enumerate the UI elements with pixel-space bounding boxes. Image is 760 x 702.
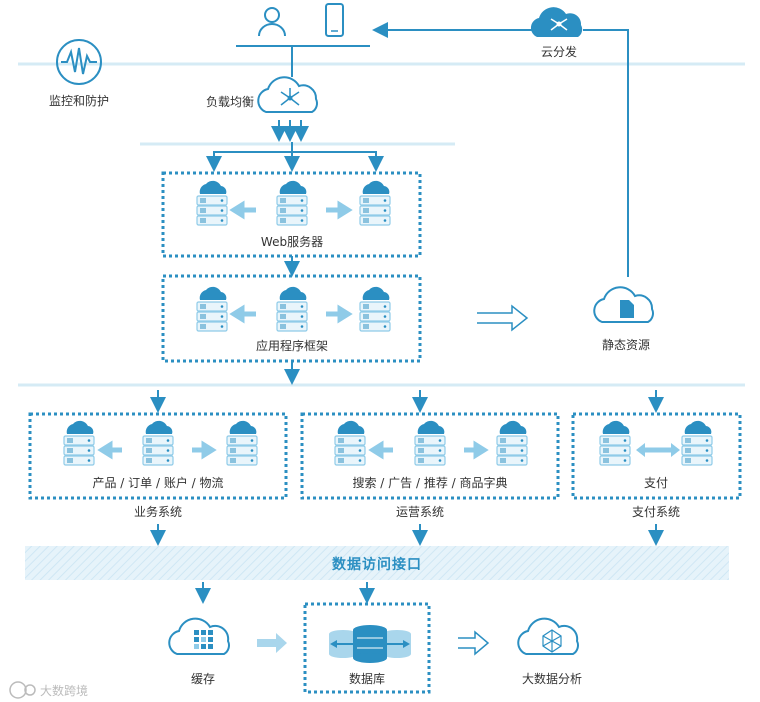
phone-icon	[325, 3, 344, 37]
database-box	[303, 602, 431, 694]
operations-inner-label: 搜索 / 广告 / 推荐 / 商品字典	[352, 476, 508, 490]
payment-system-label: 支付系统	[631, 505, 681, 519]
file-cloud-icon	[593, 286, 654, 323]
cdn-label: 云分发	[540, 45, 578, 59]
user-icon	[258, 7, 286, 37]
server-icon	[226, 420, 258, 466]
business-system-label: 业务系统	[133, 505, 183, 519]
watermark-text: 大数跨境	[40, 684, 89, 698]
cdn-cloud-icon	[530, 7, 583, 38]
cache-cloud-icon	[168, 617, 230, 655]
server-icon	[334, 420, 366, 466]
server-icon	[599, 420, 631, 466]
server-icon	[142, 420, 174, 466]
server-icon	[359, 180, 391, 226]
operations-system-label: 运营系统	[395, 505, 445, 519]
database-icon	[329, 625, 411, 663]
load-balancer-cloud-icon	[257, 76, 318, 113]
static-resources-label: 静态资源	[601, 338, 651, 352]
payment-inner-label: 支付	[643, 476, 669, 490]
business-inner-label: 产品 / 订单 / 账户 / 物流	[92, 476, 224, 490]
bigdata-label: 大数据分析	[521, 672, 583, 686]
watermark-logo-icon	[9, 681, 36, 699]
database-label: 数据库	[348, 672, 386, 686]
server-icon	[63, 420, 95, 466]
hollow-arrow-icon	[477, 304, 529, 332]
server-icon	[276, 180, 308, 226]
cache-label: 缓存	[190, 672, 216, 686]
business-system-box	[28, 412, 288, 500]
data-access-label: 数据访问接口	[332, 557, 422, 573]
data-access-band	[25, 546, 729, 580]
web-server-label: Web服务器	[260, 235, 324, 249]
server-icon	[414, 420, 446, 466]
bigdata-cloud-icon	[517, 617, 579, 655]
operations-system-box	[300, 412, 560, 500]
monitor-label: 监控和防护	[48, 94, 110, 108]
server-icon	[196, 180, 228, 226]
server-icon	[496, 420, 528, 466]
server-icon	[681, 420, 713, 466]
pulse-icon	[56, 39, 102, 85]
hollow-arrow-icon	[458, 630, 490, 656]
load-balancer-label: 负载均衡	[206, 95, 255, 109]
server-icon	[196, 286, 228, 332]
arrow-icon	[257, 633, 287, 653]
server-icon	[276, 286, 308, 332]
app-framework-label: 应用程序框架	[255, 339, 329, 353]
server-icon	[359, 286, 391, 332]
